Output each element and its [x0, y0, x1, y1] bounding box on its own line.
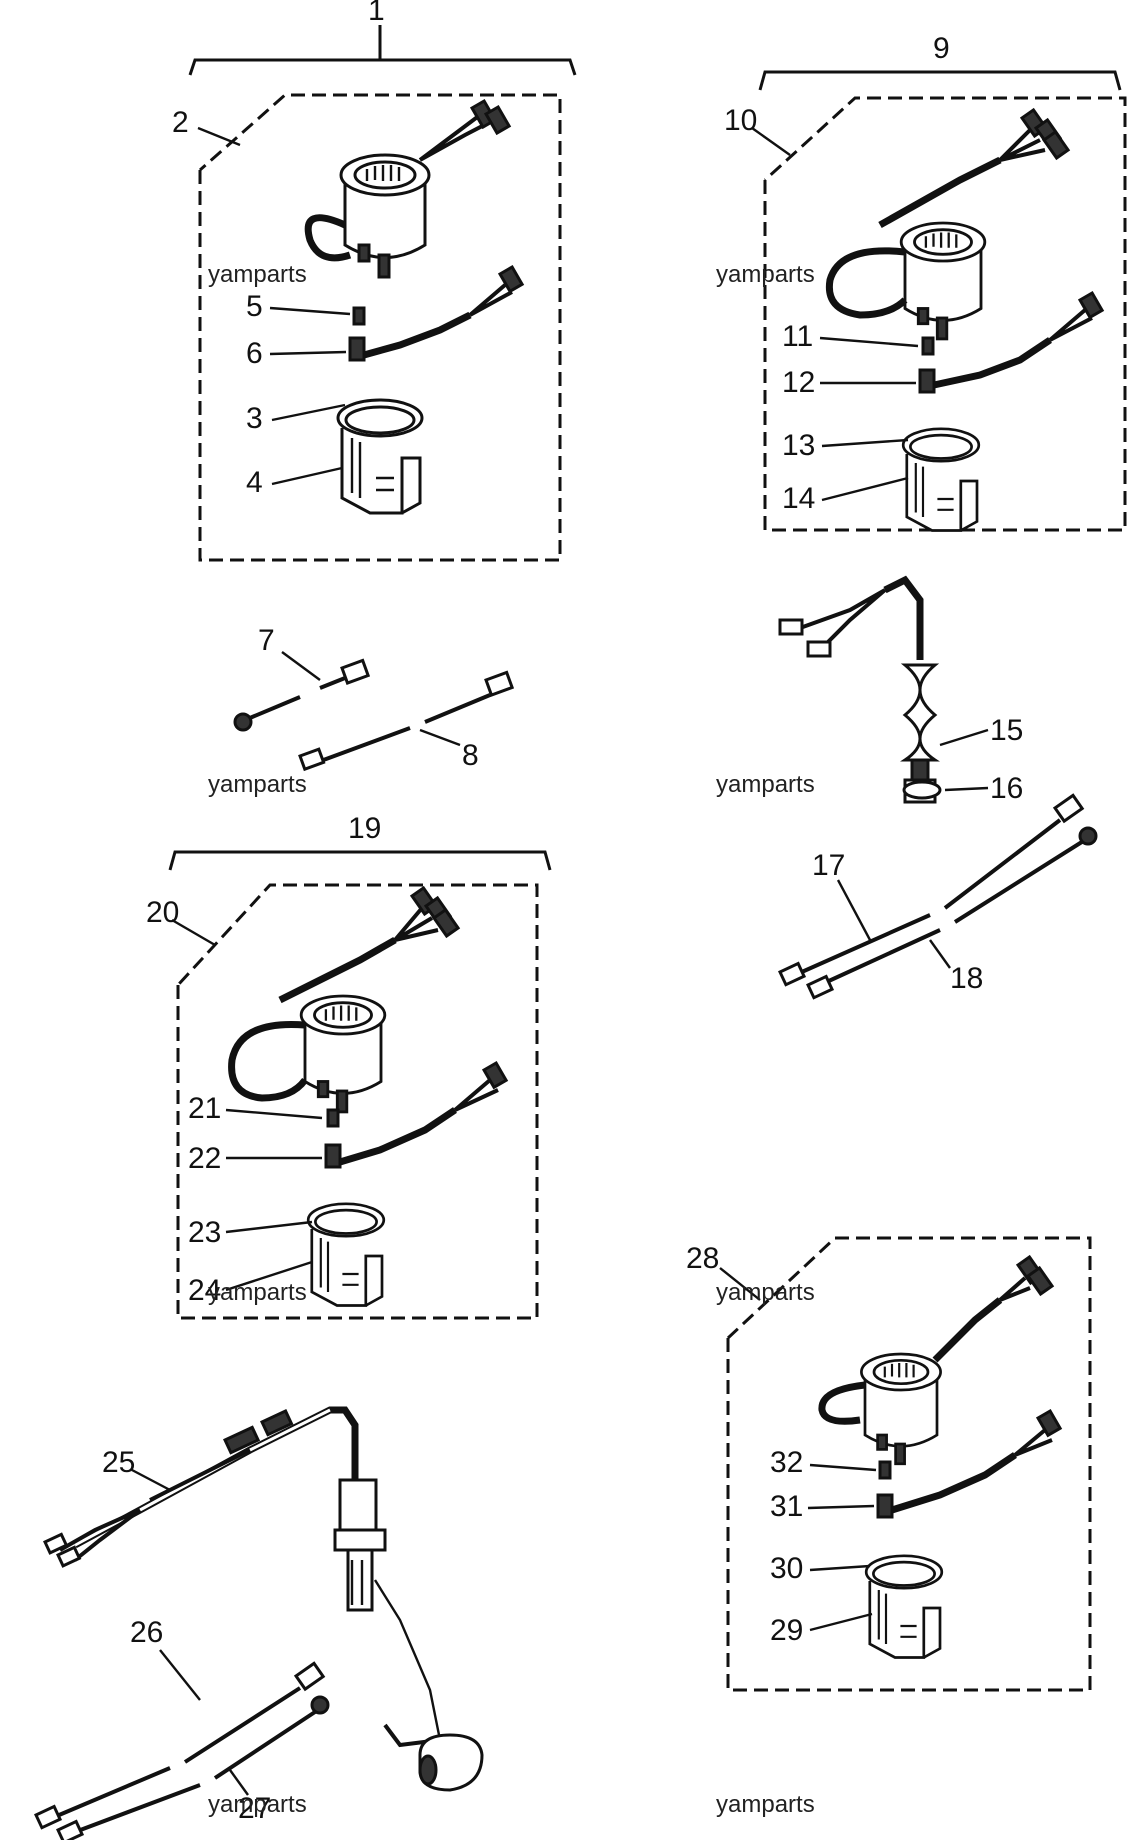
bracket-29-30: [864, 1554, 944, 1659]
part-label-15: 15: [990, 714, 1023, 747]
part-label-21: 21: [188, 1092, 221, 1125]
bracket-13-14: [901, 427, 981, 532]
watermark: yamparts: [716, 771, 815, 798]
bulb-11: [921, 336, 935, 356]
part-label-13: 13: [782, 429, 815, 462]
watermark: yamparts: [716, 261, 815, 288]
gauge-meter-2: [339, 153, 431, 279]
cable-18: [819, 838, 1087, 987]
bulb-socket-6: [348, 336, 366, 362]
watermark: yamparts: [208, 771, 307, 798]
part-label-20: 20: [146, 896, 179, 929]
part-label-5: 5: [246, 290, 263, 323]
part-label-10: 10: [724, 104, 757, 137]
part-label-19: 19: [348, 812, 381, 845]
part-label-28: 28: [686, 1242, 719, 1275]
group-1: 1 2 5 6 3 4: [172, 0, 577, 562]
watermark: yamparts: [208, 261, 307, 288]
bracket-3-4: [336, 398, 424, 515]
bulb-socket-31: [876, 1493, 894, 1519]
group-20-kit-outline: [176, 883, 539, 1320]
part-label-16: 16: [990, 772, 1023, 805]
part-label-25: 25: [102, 1446, 135, 1479]
part-label-4: 4: [246, 466, 263, 499]
part-label-8: 8: [462, 739, 479, 772]
part-label-27: 27: [238, 1792, 271, 1825]
group-10-kit-outline: [763, 96, 1127, 532]
gauge-meter-28: [860, 1352, 942, 1466]
part-label-29: 29: [770, 1614, 803, 1647]
bulb-32: [878, 1460, 892, 1480]
float-switch-body: [338, 1478, 378, 1532]
part-label-31: 31: [770, 1490, 803, 1523]
cables-17-18: 17 18: [778, 793, 1098, 1000]
bulb-socket-22: [324, 1143, 342, 1169]
washer-16: [902, 780, 942, 800]
part-label-24: 24: [188, 1274, 221, 1307]
group-1-bracket: [188, 58, 577, 76]
part-label-14: 14: [782, 482, 815, 515]
part-label-2: 2: [172, 106, 189, 139]
sender-15-16: 15 16: [778, 575, 1023, 805]
part-label-11: 11: [782, 320, 813, 353]
watermark: yamparts: [716, 1791, 815, 1818]
part-label-32: 32: [770, 1446, 803, 1479]
part-label-30: 30: [770, 1552, 803, 1585]
part-label-12: 12: [782, 366, 815, 399]
group-28: 28 32 31 30 29: [686, 1236, 1092, 1692]
part-label-26: 26: [130, 1616, 163, 1649]
part-label-6: 6: [246, 337, 263, 370]
harness-25: 25: [43, 1406, 484, 1792]
cable-17: [794, 818, 1062, 977]
part-label-23: 23: [188, 1216, 221, 1249]
group-19-bracket: [168, 850, 552, 871]
part-label-1: 1: [368, 0, 385, 27]
watermark: yamparts: [208, 1791, 307, 1818]
part-label-3: 3: [246, 402, 263, 435]
group-9: 9 10 11 12 13 14: [724, 32, 1127, 532]
group-2-kit-outline: [198, 93, 562, 562]
cables-7-8: 7 8: [233, 624, 515, 772]
watermark: yamparts: [716, 1279, 815, 1306]
cable-27: [74, 1708, 320, 1834]
gauge-meter-20: [299, 994, 387, 1114]
part-label-9: 9: [933, 32, 950, 65]
bulb-5: [352, 306, 366, 326]
bulb-21: [326, 1108, 340, 1128]
gauge-meter-10: [899, 221, 987, 341]
watermark: yamparts: [208, 1279, 307, 1306]
part-label-18: 18: [950, 962, 983, 995]
group-9-bracket: [758, 70, 1122, 91]
cable-26: [51, 1686, 302, 1820]
bulb-socket-12: [918, 368, 936, 394]
cables-26-27: 26 27: [34, 1616, 330, 1840]
cable-8: [317, 693, 491, 764]
part-label-17: 17: [812, 849, 845, 882]
bracket-23-24: [306, 1202, 386, 1307]
group-19: 19 20 21 22 23 24: [146, 812, 552, 1320]
part-label-7: 7: [258, 624, 275, 657]
cable-7: [244, 676, 346, 722]
part-label-22: 22: [188, 1142, 221, 1175]
